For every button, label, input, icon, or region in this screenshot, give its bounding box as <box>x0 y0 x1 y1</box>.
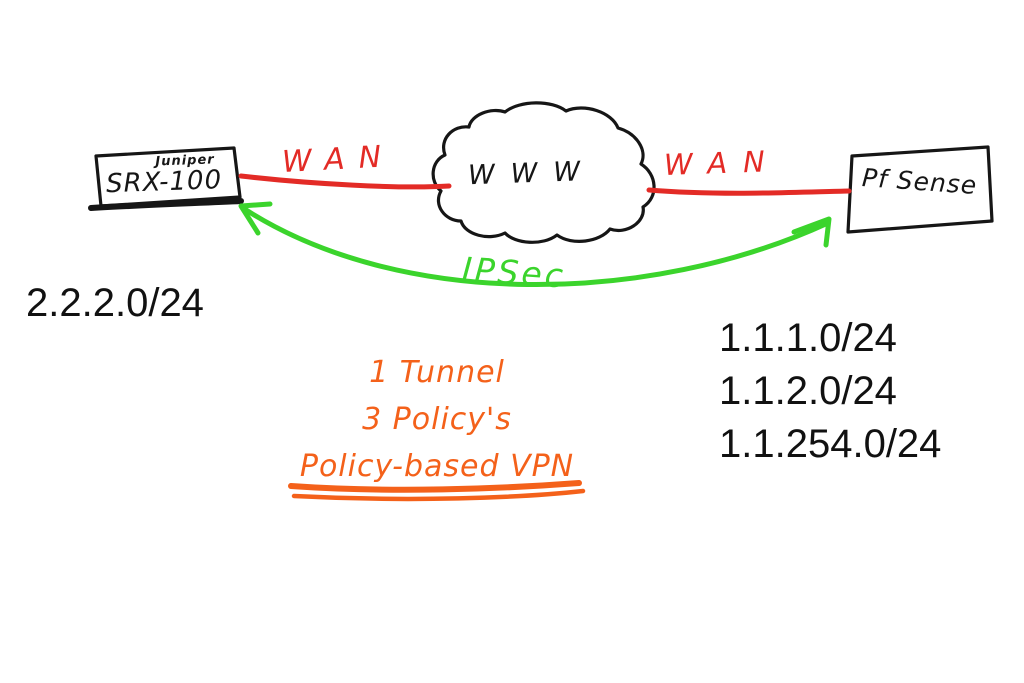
annotation-underline-top <box>288 480 582 493</box>
ipsec-tunnel-curve <box>240 205 831 287</box>
policy-count-label: 3 Policy's <box>362 402 512 437</box>
annotation-underline-bottom <box>291 488 586 502</box>
wan-label-right: WAN <box>663 143 782 183</box>
internet-cloud-label: WWW <box>467 155 597 192</box>
left-network-address: 2.2.2.0/24 <box>26 281 204 325</box>
wan-label-left: WAN <box>281 139 396 180</box>
ipsec-arrowhead-right <box>791 216 832 248</box>
right-network-list: 1.1.1.0/24 1.1.2.0/24 1.1.254.0/24 <box>719 312 941 471</box>
left-device-model-label: SRX-100 <box>105 165 223 200</box>
ipsec-arrowhead-left <box>238 201 273 236</box>
left-device-box-underline <box>88 198 244 211</box>
right-network-address: 1.1.254.0/24 <box>719 422 942 466</box>
ipsec-label: IPSec <box>460 249 568 296</box>
left-device-box <box>94 146 242 208</box>
tunnel-count-label: 1 Tunnel <box>369 355 505 390</box>
wan-link-left <box>238 173 452 190</box>
right-network-address: 1.1.2.0/24 <box>719 369 897 413</box>
vpn-type-label: Policy-based VPN <box>299 449 575 484</box>
right-network-address: 1.1.1.0/24 <box>719 316 897 360</box>
internet-cloud-outline <box>431 101 656 244</box>
left-device-label: Juniper SRX-100 <box>99 150 241 209</box>
right-device-box <box>846 145 994 234</box>
wan-link-right <box>646 187 852 196</box>
vpn-annotation: 1 Tunnel 3 Policy's Policy-based VPN <box>272 349 602 490</box>
